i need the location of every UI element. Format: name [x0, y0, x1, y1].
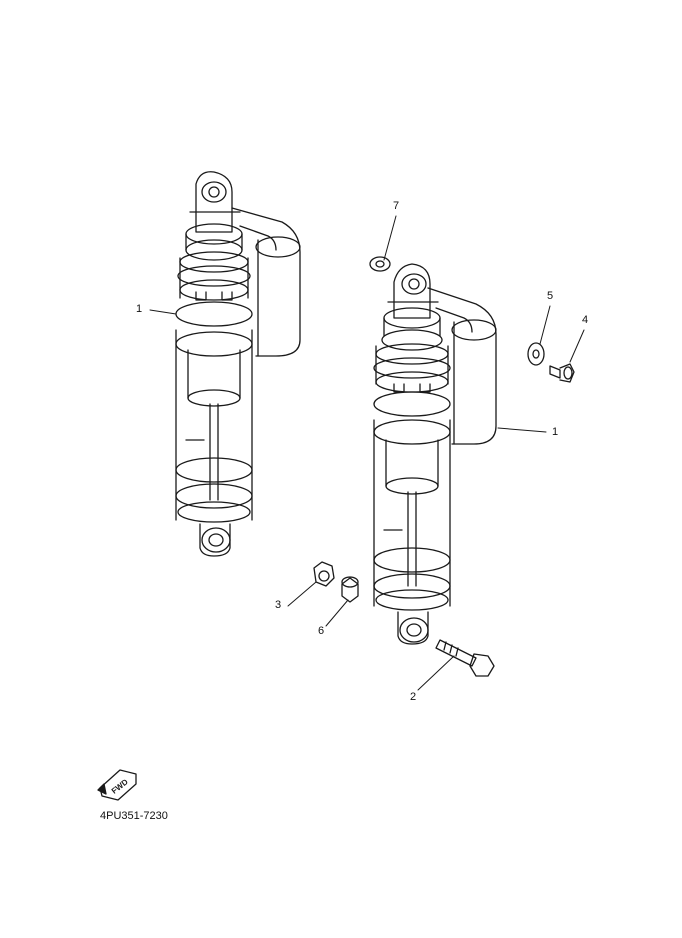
washer-part-5	[527, 342, 545, 366]
bolt-part-4	[549, 363, 575, 383]
leader-7	[383, 215, 397, 261]
right-spring-lower	[373, 547, 451, 611]
leader-lines	[149, 215, 585, 691]
right-spring-collar	[373, 307, 451, 393]
callout-1-left: 1	[136, 303, 143, 315]
right-shock-absorber	[373, 263, 497, 645]
leader-2	[417, 655, 455, 691]
right-spring-upper	[373, 391, 451, 445]
left-shock-absorber	[175, 171, 301, 557]
left-spring-upper	[175, 301, 253, 357]
fwd-arrow-icon: FWD	[97, 769, 137, 801]
left-spring-lower	[175, 457, 253, 523]
callout-3: 3	[275, 599, 282, 611]
left-reservoir	[231, 207, 301, 357]
bolt-part-2	[435, 639, 495, 677]
leader-3	[287, 581, 317, 607]
callout-4: 4	[582, 314, 589, 326]
left-damper-body	[175, 329, 253, 521]
callout-7: 7	[393, 200, 400, 212]
leader-4	[569, 329, 585, 363]
callout-2: 2	[410, 691, 417, 703]
right-bottom-eye	[397, 611, 429, 645]
leader-1-right	[497, 427, 547, 433]
washer-part-7	[369, 256, 391, 272]
callout-6: 6	[318, 625, 325, 637]
nut-part-3	[313, 561, 335, 587]
leader-1-left	[149, 309, 177, 315]
right-damper-body	[373, 419, 451, 607]
leader-6	[325, 599, 349, 627]
left-bottom-eye	[199, 523, 231, 557]
leader-5	[539, 305, 551, 345]
callout-5: 5	[547, 290, 554, 302]
part-number: 4PU351-7230	[100, 810, 168, 822]
left-spring-collar	[177, 223, 251, 301]
collar-part-6	[341, 576, 359, 603]
right-reservoir	[427, 287, 497, 445]
left-top-eye	[189, 171, 241, 233]
right-top-eye	[387, 263, 439, 319]
callout-1-right: 1	[552, 426, 559, 438]
